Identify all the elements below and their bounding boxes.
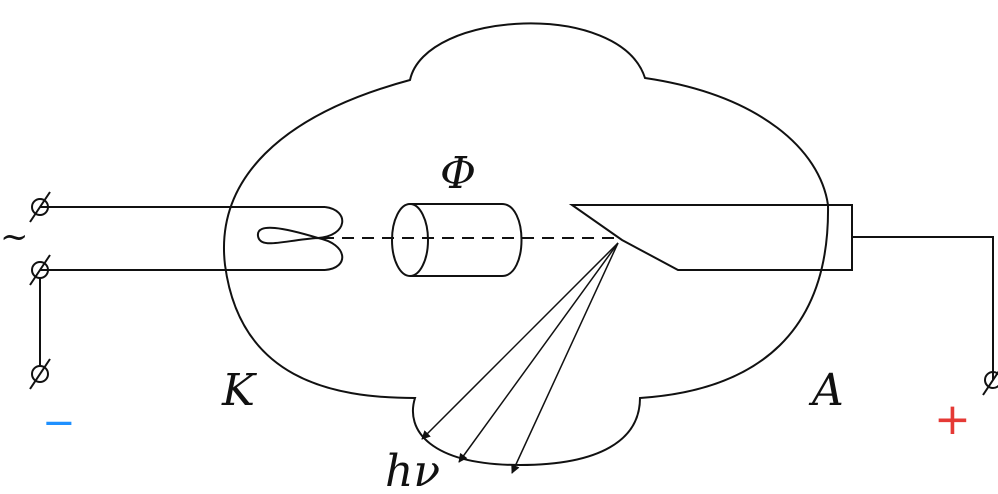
positive-sign: + — [934, 394, 971, 445]
tube-envelope — [223, 22, 830, 467]
anode-label: A — [808, 365, 844, 416]
negative-terminal — [29, 358, 51, 390]
anode-target — [568, 204, 853, 271]
focusing-cylinder — [391, 203, 523, 277]
focus-label: Φ — [440, 148, 476, 199]
x-ray-rays — [421, 242, 619, 474]
cathode-filament — [40, 206, 344, 271]
photon-label: hν — [385, 446, 440, 494]
anode-lead — [852, 236, 994, 380]
filament-terminal-top — [29, 191, 51, 223]
cathode-label: K — [221, 365, 257, 416]
positive-terminal — [982, 370, 998, 396]
ac-source-label: ~ — [0, 217, 29, 257]
negative-sign: − — [42, 400, 76, 446]
